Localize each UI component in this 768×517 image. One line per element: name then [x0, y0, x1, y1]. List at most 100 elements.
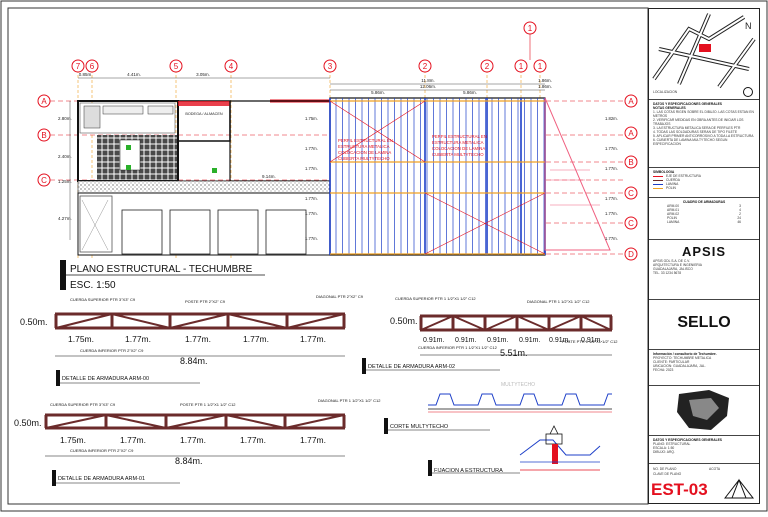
arm01-bottom-label: CUERDA INFERIOR PTR 2"X2" C9 — [70, 448, 134, 453]
axis-label-7: 7 — [76, 62, 81, 71]
legend-item: POLIN — [666, 186, 676, 190]
clave-label: CLAVE DE PLANO — [653, 472, 682, 476]
axis-bubble-a-left — [37, 94, 51, 108]
info-line: PROYECTO: TECHUMBRE METALICA — [653, 356, 712, 360]
appliance — [83, 105, 101, 129]
dim-top-6: 1.86m. — [538, 78, 552, 83]
dim-left-4: 4.27m. — [58, 216, 72, 221]
top-dimension-string: 0.85m 4.41m. 3.05m. 11.8m. 12.06m. 1.86m… — [78, 72, 552, 95]
svg-text:1.77m.: 1.77m. — [605, 236, 618, 241]
svg-text:1.77m.: 1.77m. — [605, 196, 618, 201]
svg-text:1.77m.: 1.77m. — [605, 146, 618, 151]
corte-label: CORTE MULTYTECHO — [390, 424, 449, 430]
arm00-top-label-3: DIAGONAL PTR 2"X2" C9 — [316, 294, 364, 299]
arm02-top-label-2: DIAGONAL PTR 1 1/2"X1 1/2" C12 — [527, 299, 590, 304]
green-marks — [126, 145, 217, 173]
right-dimension-strings: 1.75m. 1.77m. 1.77m. 1.77m. 1.77m. 1.77m… — [305, 116, 618, 241]
arm02-bottom-label-1: CUERDA INFERIOR PTR 1 1/2"X1 1/2" C12 — [418, 345, 498, 350]
arm00-bottom-label: CUERDA INFERIOR PTR 2"X2" C9 — [80, 348, 144, 353]
plan-title-block: PLANO ESTRUCTURAL - TECHUMBRE ESC. 1:50 — [60, 260, 265, 291]
axis-bubble-a-right — [624, 94, 638, 108]
svg-text:1.77m.: 1.77m. — [305, 236, 318, 241]
axis-bubble-5 — [169, 59, 183, 73]
axis-label-1b: 1 — [538, 62, 543, 71]
svg-text:PERFIL ESTRUCTURAL EN: PERFIL ESTRUCTURAL EN — [338, 138, 393, 143]
dim-top-2: 4.41m. — [127, 72, 141, 77]
axis-bubble-4 — [224, 59, 238, 73]
canopy-outline — [544, 97, 611, 251]
note-4: 4. TODAS LAS SOLDADURAS SERAN DE TIPO FI… — [653, 130, 738, 134]
axis-label-a-left: A — [41, 97, 47, 106]
axis-label-6: 6 — [90, 62, 95, 71]
project-info: Información / consultorio de Techumbre. … — [649, 349, 759, 385]
dim-top-8: 5.86m. — [371, 90, 385, 95]
svg-text:1.77m.: 1.77m. — [180, 435, 206, 445]
roof-framing: PERFIL ESTRUCTURAL EN ESTRUCTURA METALIC… — [329, 97, 611, 256]
arm01-top-label-3: DIAGONAL PTR 1 1/2"X1 1/2" C12 — [318, 398, 381, 403]
truss-logo-icon — [723, 478, 755, 499]
svg-text:1.77m.: 1.77m. — [120, 435, 146, 445]
bracing — [329, 100, 546, 255]
note-5: 5. APLICAR PRIMER ANTICORROSIVO A TODA L… — [653, 134, 754, 138]
fijacion-detail: FIJACION A ESTRUCTURA — [428, 425, 601, 476]
axis-bubble-7 — [71, 59, 85, 73]
svg-text:A: A — [628, 129, 634, 138]
svg-text:1.77m.: 1.77m. — [305, 196, 318, 201]
svg-text:0.91m.: 0.91m. — [455, 337, 476, 344]
axis-label-1a: 1 — [519, 62, 524, 71]
dim-top-1: 0.85m — [79, 72, 92, 77]
axis-bubble-a2-right — [624, 126, 638, 140]
truss-arm-01: CUERDA SUPERIOR PTR 3"X3" C9 POSTE PTR 1… — [14, 398, 381, 486]
axis-label-5: 5 — [174, 62, 179, 71]
roof-notes-left: PERFIL ESTRUCTURAL EN ESTRUCTURA METALIC… — [338, 138, 393, 161]
site-map-image — [677, 390, 729, 430]
svg-text:1.77m.: 1.77m. — [300, 334, 326, 344]
axis-label-2a: 2 — [423, 62, 428, 71]
svg-text:1.75m.: 1.75m. — [60, 435, 86, 445]
details-line: PLANO: ESTRUCTURAL — [653, 442, 691, 446]
axis-label-c-left: C — [41, 176, 47, 185]
firm-line: APSIS GDL S.A. DE C.V. — [653, 259, 690, 263]
location-label: LOCALIZACION — [653, 90, 678, 94]
svg-text:C: C — [628, 189, 634, 198]
dim-top-3: 3.05m. — [196, 72, 210, 77]
location-map: N — [651, 11, 757, 89]
arm01-total: 8.84m. — [175, 456, 203, 466]
svg-text:1.77m.: 1.77m. — [125, 334, 151, 344]
axis-bubbles-left: A B C — [37, 94, 51, 187]
info-line: CLIENTE: PARTICULAR — [653, 360, 690, 364]
gravel-band — [77, 180, 331, 194]
svg-text:CUBIERTA MULTYTECHO: CUBIERTA MULTYTECHO — [338, 156, 390, 161]
arm00-top-label-2: POSTE PTR 2"X2" C9 — [185, 299, 226, 304]
axis-bubble-c-left — [37, 173, 51, 187]
svg-text:A: A — [628, 97, 634, 106]
plan-title: PLANO ESTRUCTURAL - TECHUMBRE — [70, 264, 253, 275]
svg-text:1.75m.: 1.75m. — [68, 334, 94, 344]
svg-text:0.91m.: 0.91m. — [549, 337, 570, 344]
dim-914: 9.14m. — [262, 174, 276, 179]
arm01-height: 0.50m. — [14, 418, 42, 428]
truss-arm-00: CUERDA SUPERIOR PTR 3"X3" C9 POSTE PTR 2… — [20, 294, 364, 386]
details-line: ESCALA: 1:50 — [653, 446, 675, 450]
firm-line: TEL. 33 1234 5678 — [653, 271, 682, 275]
roof-notes-right: PERFIL ESTRUCTURAL EN ESTRUCTURA METALIC… — [432, 134, 487, 157]
svg-text:0.91m.: 0.91m. — [519, 337, 540, 344]
axis-bubble-6 — [85, 59, 99, 73]
dim-top-9: 5.86m. — [463, 90, 477, 95]
svg-text:1.77m.: 1.77m. — [185, 334, 211, 344]
legend-item: CUERDA — [666, 178, 680, 182]
title-block: N LOCALIZACION DATOS Y ESPECIFICACIONES … — [648, 8, 760, 504]
axis-label-1c: 1 — [528, 24, 533, 33]
no-de-plano-label: NO. DE PLANO — [653, 467, 677, 471]
location-section: N LOCALIZACION — [649, 9, 759, 99]
svg-text:1.77m.: 1.77m. — [605, 166, 618, 171]
truss-arm-02: CUERDA SUPERIOR PTR 1 1/2"X1 1/2" C12 DI… — [362, 296, 618, 374]
arm01-caption: DETALLE DE ARMADURA ARM-01 — [58, 476, 145, 482]
legend-item: LAMINA — [666, 182, 679, 186]
axis-bubble-2b — [480, 59, 494, 73]
